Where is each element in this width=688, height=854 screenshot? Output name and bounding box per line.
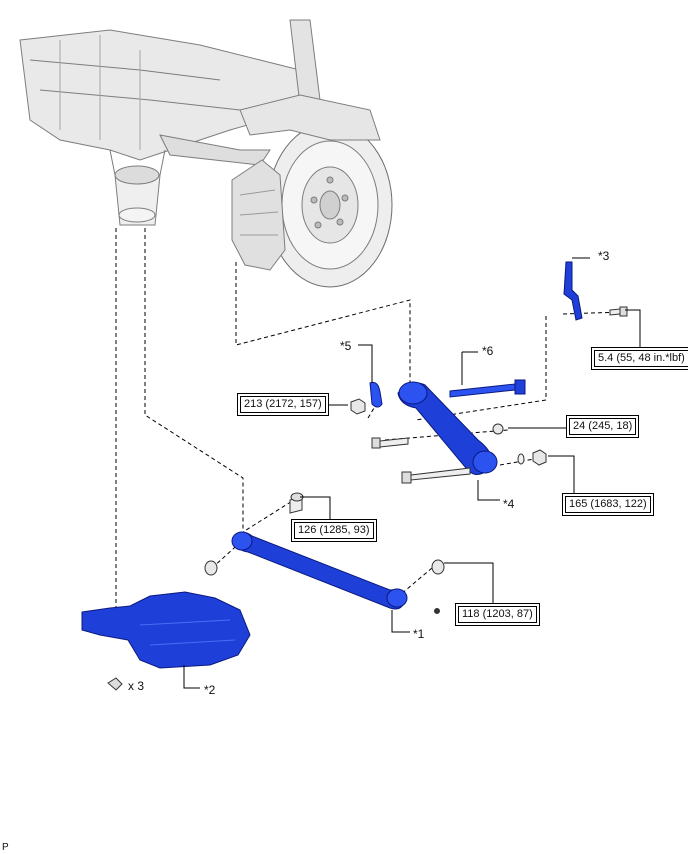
cam-bolt-6	[449, 379, 526, 398]
dashed-leader-lines	[115, 228, 623, 610]
quantity-label: x 3	[128, 679, 145, 693]
clip-x3	[107, 677, 123, 691]
bolt-126	[289, 492, 304, 514]
vehicle-assembly-sketch	[19, 19, 393, 288]
upper-control-arm-4	[397, 381, 498, 475]
torque-box-213: 213 (2172, 157)	[237, 393, 329, 416]
callout-2: *2	[204, 683, 216, 697]
washer-165	[517, 453, 525, 465]
torque-value: 126 (1285, 93)	[294, 522, 374, 539]
callout-4: *4	[503, 497, 515, 511]
cover-2	[81, 591, 251, 669]
torque-box-126: 126 (1285, 93)	[291, 519, 377, 542]
nut-213	[350, 398, 366, 415]
torque-value: 165 (1683, 122)	[565, 496, 651, 513]
bolt-upper-left	[371, 437, 409, 449]
callout-5: *5	[340, 339, 352, 353]
torque-value: 5.4 (55, 48 in.*lbf)	[594, 350, 688, 367]
torque-box-118: 118 (1203, 87)	[455, 603, 540, 626]
torque-value: 213 (2172, 157)	[240, 396, 326, 413]
callout-1: *1	[413, 627, 425, 641]
torque-box-24: 24 (245, 18)	[566, 415, 640, 438]
nut-24	[492, 423, 504, 435]
clip-dot	[434, 608, 440, 614]
bracket-3	[563, 261, 583, 321]
nut-118	[431, 559, 445, 575]
callout-6: *6	[482, 344, 494, 358]
parts-blue	[81, 261, 583, 669]
lower-control-arm-1	[231, 531, 408, 610]
hardware	[107, 306, 628, 691]
corner-mark: P	[2, 842, 9, 853]
torque-box-165: 165 (1683, 122)	[562, 493, 654, 516]
callout-leaders	[183, 257, 641, 689]
callout-3: *3	[598, 249, 610, 263]
nut-165	[532, 449, 547, 466]
bolt-lower-left	[401, 467, 471, 484]
nut-lower-left	[204, 560, 218, 576]
bolt-54	[609, 306, 628, 317]
torque-box-5-4: 5.4 (55, 48 in.*lbf)	[591, 347, 688, 370]
cam-plate-5	[369, 381, 383, 408]
torque-value: 118 (1203, 87)	[458, 606, 537, 623]
torque-value: 24 (245, 18)	[569, 418, 637, 435]
